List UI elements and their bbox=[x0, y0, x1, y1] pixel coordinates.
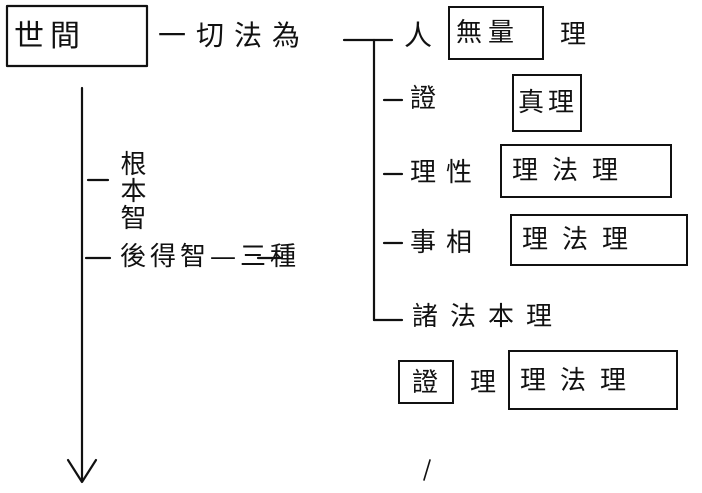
left-branch-2: 後得智—三種 bbox=[120, 242, 301, 272]
person-tail: 理 bbox=[560, 20, 597, 50]
right-branch-3-boxed: 理法理 bbox=[522, 225, 643, 255]
right-branch-1-boxed: 真理 bbox=[518, 88, 579, 118]
title-tail: 一切法為 bbox=[158, 19, 311, 52]
person-label: 人 bbox=[404, 19, 433, 52]
arrow-head bbox=[66, 458, 98, 484]
title-box bbox=[5, 4, 149, 68]
bottom-right-box bbox=[508, 350, 678, 410]
right-branch-2-boxed: 理法理 bbox=[512, 156, 633, 186]
left-branch-1: 根本智 bbox=[116, 150, 146, 231]
boxed-title: 世間 bbox=[14, 19, 86, 54]
right-branch-4-plain: 諸法本理 bbox=[412, 302, 565, 332]
bottom-boxed-right: 理法理 bbox=[520, 366, 641, 396]
bottom-left-box bbox=[398, 360, 454, 404]
right-branch-2-plain: 理性 bbox=[410, 158, 483, 188]
stray-mark bbox=[423, 459, 431, 481]
right-branch-1-plain: 證 bbox=[410, 84, 443, 114]
bottom-middle: 理 bbox=[470, 368, 497, 398]
bottom-boxed-left: 證 bbox=[412, 368, 439, 398]
right-branch-3-plain: 事相 bbox=[410, 228, 483, 258]
right-branch-3-box bbox=[510, 214, 688, 266]
right-branch-2-box bbox=[500, 144, 672, 198]
person-box bbox=[448, 6, 544, 60]
person-boxed-text: 無量 bbox=[456, 18, 521, 48]
right-branch-1-box bbox=[512, 74, 582, 132]
